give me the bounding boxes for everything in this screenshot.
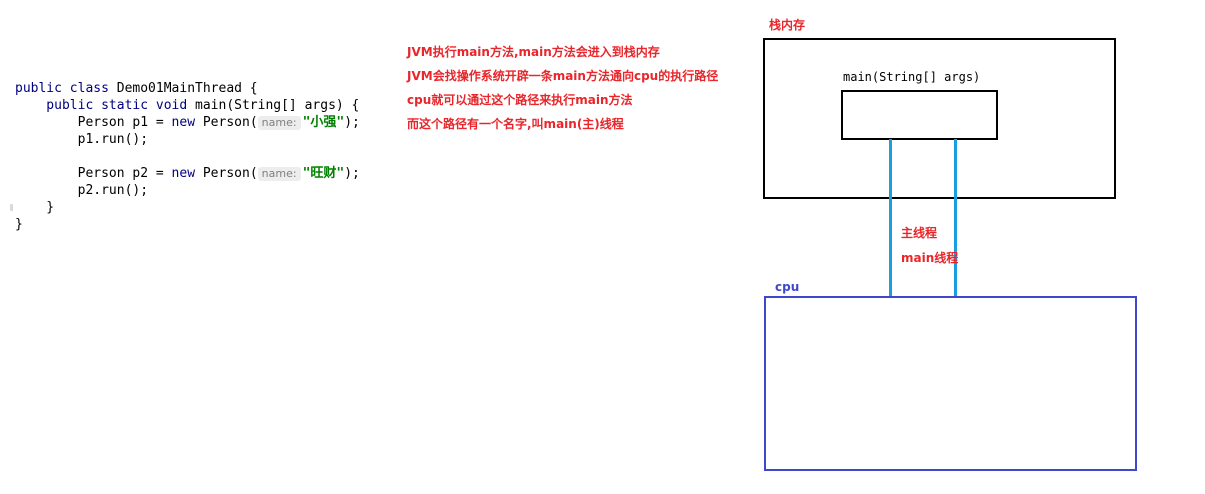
code-string: "小强" bbox=[302, 115, 345, 130]
main-method-frame bbox=[841, 90, 998, 140]
fold-marker-icon bbox=[10, 204, 13, 211]
code-line-4: p1.run(); bbox=[15, 131, 360, 148]
code-string: "旺财" bbox=[302, 166, 345, 181]
code-text: Person p2 = bbox=[15, 166, 172, 181]
code-line-7: p2.run(); bbox=[15, 182, 360, 199]
code-text: ); bbox=[344, 166, 360, 181]
code-text: } bbox=[15, 200, 55, 215]
code-text: main(String[] args) { bbox=[195, 98, 360, 113]
annotation-line: JVM会找操作系统开辟一条main方法通向cpu的执行路径 bbox=[407, 69, 719, 83]
annotation-line: JVM执行main方法,main方法会进入到栈内存 bbox=[407, 45, 660, 59]
cpu-box bbox=[764, 296, 1137, 471]
cpu-label: cpu bbox=[775, 280, 800, 294]
parameter-hint: name: bbox=[257, 167, 301, 181]
code-text: Demo01MainThread { bbox=[116, 81, 258, 96]
code-line-6: Person p2 = new Person(name:"旺财"); bbox=[15, 165, 360, 182]
annotation-block: JVM执行main方法,main方法会进入到栈内存 JVM会找操作系统开辟一条m… bbox=[407, 40, 718, 136]
code-keyword: new bbox=[171, 166, 203, 181]
code-text: ); bbox=[344, 115, 360, 130]
code-line-1: public class Demo01MainThread { bbox=[15, 80, 360, 97]
code-block: public class Demo01MainThread { public s… bbox=[10, 80, 360, 233]
thread-path-line-right bbox=[954, 139, 957, 297]
stack-memory-label: 栈内存 bbox=[769, 18, 806, 32]
code-keyword: new bbox=[171, 115, 203, 130]
code-text: } bbox=[15, 217, 23, 232]
thread-path-line-left bbox=[889, 139, 892, 297]
code-line-8: } bbox=[10, 199, 360, 216]
parameter-hint: name: bbox=[257, 116, 301, 130]
code-line-5 bbox=[15, 148, 360, 165]
code-text: p1.run(); bbox=[15, 132, 149, 147]
main-thread-label: main线程 bbox=[901, 251, 959, 265]
code-keyword: public static void bbox=[15, 98, 196, 113]
annotation-line: 而这个路径有一个名字,叫main(主)线程 bbox=[407, 117, 624, 131]
code-text: Person( bbox=[202, 166, 258, 181]
code-text: p2.run(); bbox=[15, 183, 149, 198]
main-frame-label: main(String[] args) bbox=[843, 70, 981, 84]
code-text: Person( bbox=[202, 115, 258, 130]
code-line-2: public static void main(String[] args) { bbox=[15, 97, 360, 114]
code-text: Person p1 = bbox=[15, 115, 172, 130]
main-thread-label-cn: 主线程 bbox=[901, 226, 938, 240]
code-line-3: Person p1 = new Person(name:"小强"); bbox=[15, 114, 360, 131]
code-keyword: public class bbox=[15, 81, 117, 96]
annotation-line: cpu就可以通过这个路径来执行main方法 bbox=[407, 93, 633, 107]
stack-memory-box bbox=[763, 38, 1116, 199]
code-line-9: } bbox=[15, 216, 360, 233]
